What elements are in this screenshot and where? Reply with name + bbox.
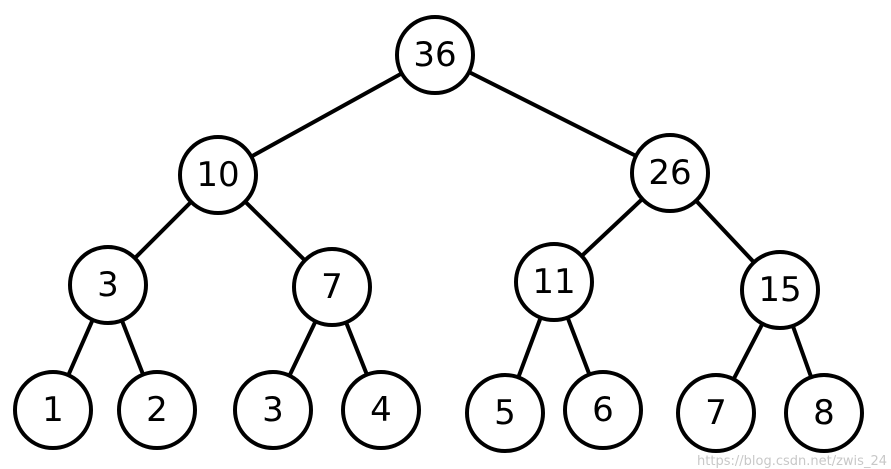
tree-node-circle (341, 370, 421, 450)
tree-node-label: 6 (592, 390, 614, 430)
tree-node-circle (233, 370, 313, 450)
tree-node-label: 7 (321, 267, 343, 307)
tree-node: 15 (740, 250, 820, 330)
tree-node-label: 11 (532, 262, 575, 302)
tree-node: 7 (292, 247, 372, 327)
tree-node-circle (514, 242, 594, 322)
tree-node-label: 8 (813, 393, 835, 433)
tree-node: 7 (676, 373, 756, 453)
tree-node-circle (630, 133, 710, 213)
tree-node-circle (563, 370, 643, 450)
tree-node-label: 5 (494, 393, 516, 433)
tree-nodes: 36 10 26 3 7 11 15 1 2 3 4 5 6 7 8 (13, 15, 864, 453)
tree-node: 6 (563, 370, 643, 450)
tree-edge-n36-n10 (216, 53, 437, 177)
tree-node-circle (395, 15, 475, 95)
tree-node: 10 (178, 135, 258, 215)
tree-node-circle (68, 245, 148, 325)
tree-node-label: 7 (705, 393, 727, 433)
tree-node: 36 (395, 15, 475, 95)
tree-node-circle (784, 373, 864, 453)
tree-node-circle (465, 373, 545, 453)
tree-node-circle (292, 247, 372, 327)
tree-node: 3 (233, 370, 313, 450)
tree-edge-n36-n26 (433, 53, 672, 175)
tree-node-circle (676, 373, 756, 453)
tree-node-label: 1 (42, 390, 64, 430)
tree-node: 11 (514, 242, 594, 322)
tree-edges (51, 53, 826, 415)
tree-node-label: 15 (758, 270, 801, 310)
tree-node-label: 36 (413, 35, 456, 75)
tree-node-circle (13, 370, 93, 450)
tree-node-circle (117, 370, 197, 450)
tree-node: 2 (117, 370, 197, 450)
tree-node-circle (178, 135, 258, 215)
tree-node-label: 4 (370, 390, 392, 430)
watermark-text: https://blog.csdn.net/zwis_24 (697, 454, 887, 469)
tree-node-circle (740, 250, 820, 330)
tree-node-label: 3 (97, 265, 119, 305)
tree-node-label: 26 (648, 153, 691, 193)
tree-node: 1 (13, 370, 93, 450)
tree-node: 8 (784, 373, 864, 453)
tree-node: 4 (341, 370, 421, 450)
tree-node: 26 (630, 133, 710, 213)
tree-node-label: 3 (262, 390, 284, 430)
tree-node: 5 (465, 373, 545, 453)
tree-node: 3 (68, 245, 148, 325)
tree-node-label: 2 (146, 390, 168, 430)
tree-node-label: 10 (196, 155, 239, 195)
